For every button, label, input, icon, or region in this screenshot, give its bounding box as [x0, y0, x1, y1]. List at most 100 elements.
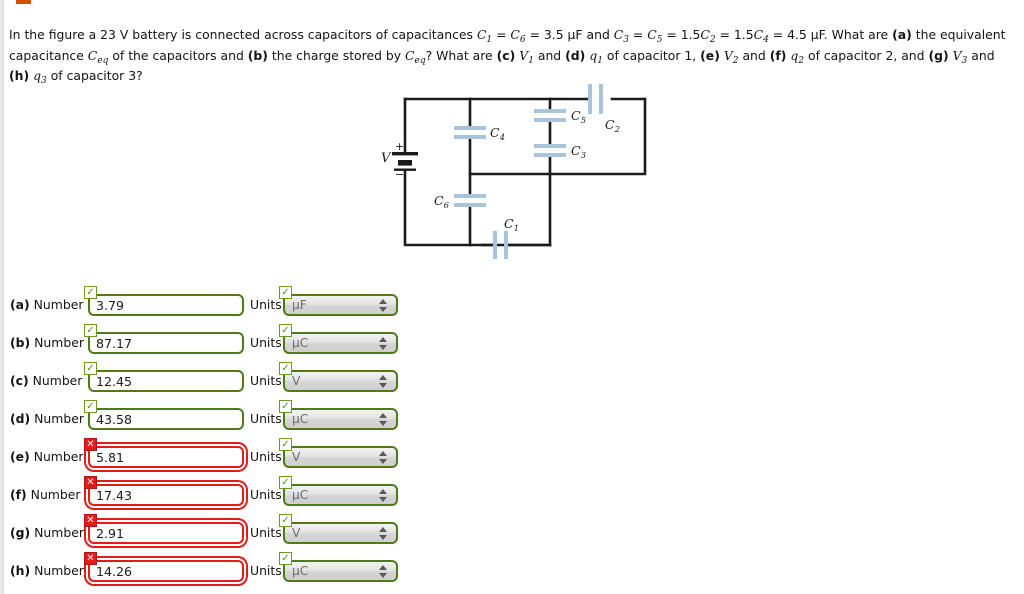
chevron-updown-icon[interactable]	[379, 488, 388, 503]
check-icon: ✓	[279, 476, 292, 489]
check-icon: ✓	[279, 324, 292, 337]
units-select-value: V	[292, 450, 301, 464]
answer-row-label: (g) Number	[10, 525, 84, 540]
answer-units-select[interactable]: V	[283, 370, 398, 392]
check-icon: ✓	[279, 286, 292, 299]
battery-minus-sign: −	[395, 168, 404, 181]
part-tag-h: (h)	[9, 68, 30, 84]
number-caption: Number	[30, 487, 81, 502]
wire-left-lower	[403, 168, 552, 247]
units-select-value: µC	[292, 564, 309, 578]
answer-number-input[interactable]	[88, 446, 244, 468]
answer-row: (e) Number✕Units✓V	[0, 438, 440, 476]
symbol-q3: q3	[33, 68, 47, 87]
number-caption: Number	[33, 297, 84, 312]
answer-row-label: (c) Number	[10, 373, 82, 388]
chevron-updown-icon[interactable]	[379, 336, 388, 351]
units-select-value: µC	[292, 488, 309, 502]
answer-units-select[interactable]: µC	[283, 560, 398, 582]
number-caption: Number	[33, 449, 84, 464]
symbol-v2: V2	[723, 47, 739, 66]
symbol-c2: C2	[700, 27, 716, 45]
answer-units-select[interactable]: V	[283, 522, 398, 544]
symbol-q1: q1	[589, 47, 603, 66]
number-caption: Number	[34, 411, 84, 426]
left-edge-rule	[0, 0, 4, 594]
answer-row-label: (a) Number	[10, 297, 83, 312]
answer-units-select[interactable]: µF	[283, 294, 398, 316]
answer-units-select[interactable]: µC	[283, 408, 398, 430]
answer-row: (b) Number✓Units✓µC	[0, 324, 440, 362]
check-icon: ✓	[279, 400, 292, 413]
c6-plate-top	[454, 194, 486, 198]
c6-plate-bottom	[454, 203, 486, 207]
part-tag-f: (f)	[769, 47, 787, 63]
number-caption: Number	[32, 373, 83, 388]
chevron-updown-icon[interactable]	[379, 412, 388, 427]
part-tag-g: (g)	[928, 47, 949, 63]
cross-icon: ✕	[84, 514, 97, 527]
units-caption: Units	[250, 411, 282, 426]
number-caption: Number	[34, 563, 84, 578]
answer-row-tag: (a)	[10, 297, 30, 312]
units-caption: Units	[250, 487, 282, 502]
label-c2: C2	[605, 117, 620, 135]
battery-label-v: V	[381, 151, 392, 166]
c4-plate-top	[454, 126, 486, 130]
chevron-updown-icon[interactable]	[379, 450, 388, 465]
check-icon: ✓	[84, 286, 97, 299]
units-select-value: µC	[292, 336, 309, 350]
label-c4: C4	[490, 125, 505, 143]
part-tag-d: (d)	[565, 47, 586, 63]
answer-row-tag: (e)	[10, 449, 30, 464]
units-caption: Units	[250, 449, 282, 464]
answer-row-tag: (f)	[10, 487, 27, 502]
label-c6: C6	[434, 193, 450, 211]
answer-row: (d) Number✓Units✓µC	[0, 400, 440, 438]
answer-number-input[interactable]	[88, 332, 244, 354]
c1-plate-right	[504, 231, 508, 259]
chevron-updown-icon[interactable]	[379, 526, 388, 541]
check-icon: ✓	[84, 400, 97, 413]
units-caption: Units	[250, 373, 282, 388]
answer-number-input[interactable]	[88, 484, 244, 506]
units-select-value: V	[292, 374, 301, 388]
cross-icon: ✕	[84, 476, 97, 489]
answer-row-tag: (g)	[10, 525, 31, 540]
answer-number-input[interactable]	[88, 560, 244, 582]
answer-row-tag: (d)	[10, 411, 31, 426]
wire-right-rail	[468, 97, 647, 176]
answer-units-select[interactable]: V	[283, 446, 398, 468]
answer-number-input[interactable]	[88, 522, 244, 544]
symbol-ceq-2: Ceq	[405, 47, 426, 66]
units-caption: Units	[250, 563, 282, 578]
chevron-updown-icon[interactable]	[379, 298, 388, 313]
c1-plate-left	[493, 231, 497, 259]
symbol-c4: C4	[753, 27, 769, 45]
units-select-value: µC	[292, 412, 309, 426]
symbol-c5: C5	[647, 27, 663, 45]
cross-icon: ✕	[84, 552, 97, 565]
answer-units-select[interactable]: µC	[283, 484, 398, 506]
answer-row-label: (d) Number	[10, 411, 84, 426]
answer-row-label: (f) Number	[10, 487, 80, 502]
symbol-c6: C6	[510, 27, 526, 45]
c4-plate-bottom	[454, 135, 486, 139]
c5-plate-bottom	[534, 118, 566, 122]
answer-number-input[interactable]	[88, 408, 244, 430]
top-orange-sliver	[16, 0, 31, 4]
symbol-q2: q2	[790, 47, 805, 66]
units-caption: Units	[250, 297, 282, 312]
chevron-updown-icon[interactable]	[379, 564, 388, 579]
c5-plate-top	[534, 109, 566, 113]
answer-units-select[interactable]: µC	[283, 332, 398, 354]
c3-plate-bottom	[534, 153, 566, 157]
symbol-v3: V3	[952, 47, 968, 66]
chevron-updown-icon[interactable]	[379, 374, 388, 389]
problem-text: In the figure a 23 V battery is connecte…	[9, 27, 477, 42]
answer-row: (g) Number✕Units✓V	[0, 514, 440, 552]
c2-plate-right	[599, 84, 603, 114]
answer-number-input[interactable]	[88, 294, 244, 316]
answer-number-input[interactable]	[88, 370, 244, 392]
battery-symbol: V + −	[381, 140, 418, 181]
